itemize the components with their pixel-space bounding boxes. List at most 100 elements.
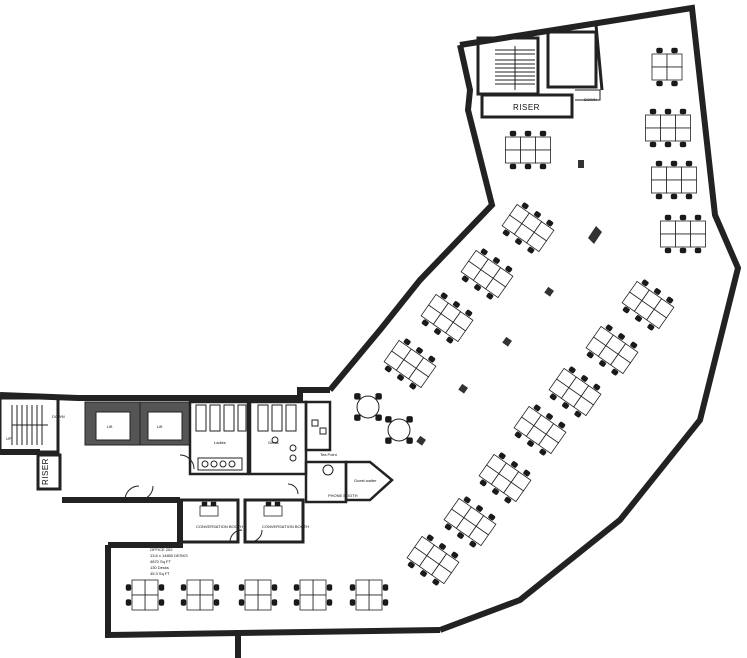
chair: [524, 130, 532, 137]
chair: [438, 543, 446, 550]
desk-cluster-d4: [383, 338, 437, 390]
chair: [679, 214, 687, 221]
desk: [505, 136, 521, 151]
chair: [653, 288, 661, 295]
desk: [520, 136, 536, 151]
desk-cluster-b1: [125, 579, 165, 611]
chair: [238, 584, 245, 591]
chair: [406, 416, 413, 423]
chair: [611, 368, 619, 376]
desk: [186, 579, 201, 596]
desk: [666, 66, 683, 81]
chair: [649, 141, 657, 148]
office-info: OFFICE 202 13.6 x 14850 DESKS 4870 Sq FT…: [150, 547, 188, 576]
round-table-1: [354, 393, 382, 421]
chair: [679, 141, 687, 148]
chair: [480, 248, 488, 256]
chair: [514, 431, 522, 439]
stair-label-down: DOWN: [52, 414, 65, 419]
chair: [415, 347, 423, 354]
office-line-4: 45.3 Sq FT: [150, 571, 170, 576]
desk: [651, 179, 667, 194]
chair: [510, 461, 518, 468]
chair: [469, 540, 477, 548]
chair: [635, 315, 643, 322]
chair: [452, 301, 460, 308]
chair: [385, 437, 392, 444]
desk: [666, 166, 682, 181]
desk: [535, 136, 551, 151]
guest-waiter-label: Guest waiter: [354, 478, 377, 483]
desk: [244, 594, 259, 611]
chair: [539, 130, 547, 137]
chair: [125, 584, 132, 591]
chair: [515, 238, 523, 245]
exterior-walls: [0, 4, 742, 658]
chair: [533, 404, 541, 412]
desk-cluster-r2: [645, 108, 691, 148]
desk: [535, 149, 551, 164]
chair: [498, 452, 506, 460]
riser-label-top: RISER: [513, 103, 540, 112]
chair: [293, 599, 300, 606]
chair: [671, 47, 678, 54]
left-core: DOWN UP RISER Lift Lift Ladies Gents: [0, 396, 394, 504]
chair: [685, 160, 693, 167]
chair: [407, 561, 415, 569]
chair: [655, 160, 663, 167]
conversation-booths: CONVERSATION BOOTH CONVERSATION BOOTH: [178, 498, 309, 544]
desk: [485, 277, 506, 299]
chair: [546, 219, 554, 227]
desk: [651, 53, 668, 68]
desk-cluster-o7: [406, 534, 460, 586]
desk-cluster-r4: [660, 214, 706, 254]
chair: [382, 584, 389, 591]
chair: [409, 382, 417, 390]
chair: [655, 193, 663, 200]
desk-cluster-top: [505, 130, 551, 170]
chair: [664, 247, 672, 254]
desk: [520, 149, 536, 164]
chair: [509, 163, 517, 170]
chair: [679, 247, 687, 254]
desk-cluster-o4: [513, 404, 567, 456]
chair: [524, 163, 532, 170]
desk: [408, 367, 429, 389]
chair: [664, 108, 672, 115]
desk: [690, 220, 706, 235]
desk-cluster-b5: [349, 579, 389, 611]
desk: [538, 433, 559, 455]
chair: [593, 383, 601, 391]
chair: [420, 570, 428, 577]
desk: [646, 308, 667, 330]
chair: [605, 324, 613, 332]
chair: [375, 414, 382, 421]
chair: [641, 279, 649, 287]
chair: [180, 584, 187, 591]
riser-label-left: RISER: [41, 458, 50, 485]
desk: [675, 114, 691, 129]
desk: [199, 594, 214, 611]
chair: [213, 584, 220, 591]
chair: [158, 599, 165, 606]
lift-2-label: Lift: [157, 424, 163, 429]
chair: [492, 257, 500, 264]
chair: [679, 108, 687, 115]
desk: [690, 233, 706, 248]
chair: [432, 578, 440, 586]
chair: [444, 523, 452, 531]
desk: [526, 231, 547, 253]
chair: [475, 505, 483, 512]
desk-cluster-d2: [460, 248, 514, 300]
chair: [426, 534, 434, 542]
down-label: DOWN: [584, 97, 597, 102]
chair: [474, 284, 482, 291]
chair: [375, 393, 382, 400]
chair: [385, 416, 392, 423]
desk: [244, 579, 259, 596]
chair: [523, 469, 531, 477]
chair: [580, 375, 588, 382]
chair: [384, 365, 392, 373]
desk: [651, 166, 667, 181]
chair: [539, 448, 547, 456]
